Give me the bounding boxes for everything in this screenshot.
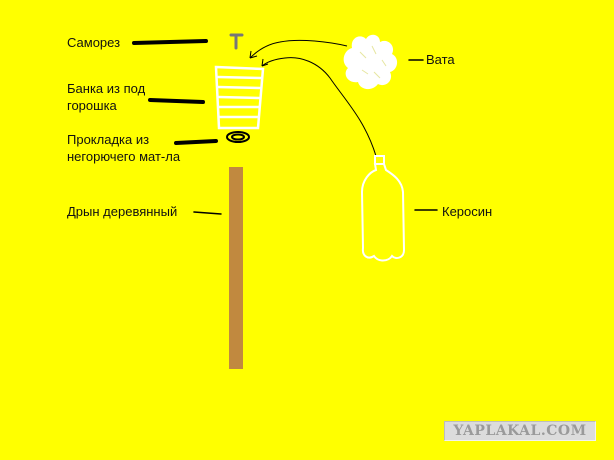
label-screw: Саморез xyxy=(67,34,120,51)
gasket-icon xyxy=(226,131,250,143)
label-kerosene-text: Керосин xyxy=(442,204,493,219)
leader-lines xyxy=(132,39,438,215)
label-screw-text: Саморез xyxy=(67,35,121,50)
kerosene-bottle-icon xyxy=(360,155,406,262)
label-kerosene: Керосин xyxy=(442,203,492,220)
label-stick: Дрын деревянный xyxy=(67,203,177,220)
leader-line-gasket xyxy=(174,139,218,145)
label-gasket-line2: негорючего мат-ла xyxy=(67,149,181,164)
label-jar: Банка из под горошка xyxy=(67,80,145,114)
arrow-kerosene-to-jar-head xyxy=(261,58,269,67)
arrows xyxy=(249,39,377,157)
arrow-kerosene-to-jar xyxy=(261,57,377,157)
label-jar-line1: Банка из под xyxy=(67,81,146,96)
arrow-cotton-to-jar xyxy=(249,39,348,59)
label-stick-text: Дрын деревянный xyxy=(67,204,178,219)
stick-icon xyxy=(229,167,243,369)
jar-icon xyxy=(214,65,265,130)
screw-icon xyxy=(229,33,244,50)
arrow-cotton-to-jar-head xyxy=(249,50,258,59)
leader-line-jar xyxy=(148,98,205,104)
watermark-yaplakal: YAPLAKAL.COM xyxy=(444,421,596,441)
leader-line-screw xyxy=(132,39,208,45)
cotton-icon xyxy=(343,34,398,90)
label-gasket-line1: Прокладка из xyxy=(67,132,150,147)
leader-line-stick xyxy=(193,211,222,215)
label-gasket: Прокладка из негорючего мат-ла xyxy=(67,131,180,165)
cotton-texture xyxy=(359,45,387,79)
label-cotton-text: Вата xyxy=(426,52,455,67)
label-jar-line2: горошка xyxy=(67,98,117,113)
label-cotton: Вата xyxy=(426,51,455,68)
